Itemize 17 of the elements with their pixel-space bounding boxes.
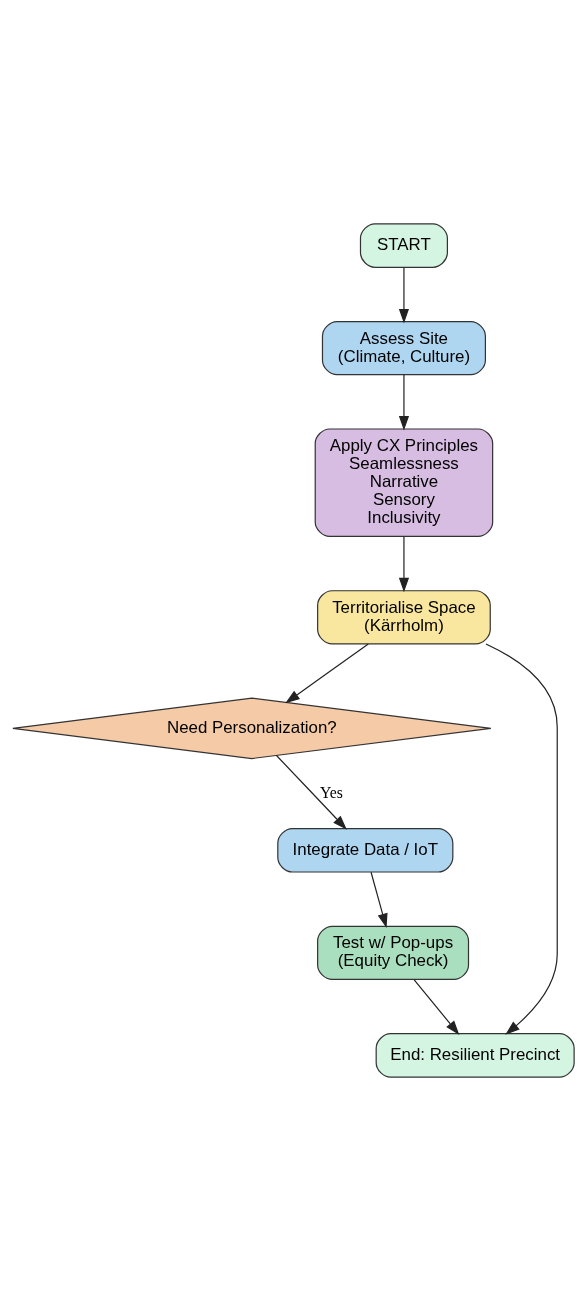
arrow bbox=[398, 266, 409, 324]
node-box: Test w/ Pop-ups (Equity Check) bbox=[317, 925, 470, 980]
node-box: Assess Site (Climate, Culture) bbox=[321, 321, 486, 376]
arrow bbox=[413, 979, 460, 1035]
arrow bbox=[485, 643, 558, 1035]
arrow bbox=[370, 871, 388, 929]
node-box: Apply CX Principles Seamlessness Narrative Sensory Inclusivity bbox=[314, 428, 494, 538]
node-box: Territorialise Space (Kärrholm) bbox=[317, 590, 491, 645]
edge-label: Yes bbox=[320, 783, 343, 801]
node-box: Integrate Data / IoT bbox=[277, 827, 454, 873]
arrow bbox=[398, 374, 409, 431]
node-diamond: Need Personalization? bbox=[12, 697, 492, 760]
node-box: START bbox=[359, 223, 448, 268]
node-box: End: Resilient Precinct bbox=[375, 1033, 575, 1078]
arrow bbox=[398, 535, 409, 593]
arrow bbox=[275, 754, 347, 830]
arrow bbox=[285, 643, 369, 704]
